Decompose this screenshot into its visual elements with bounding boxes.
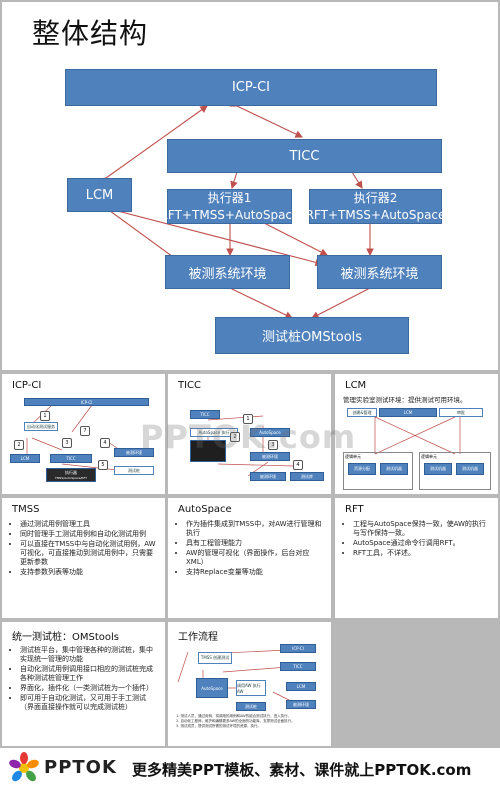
icp-ci-box: ICP-CI — [65, 69, 437, 106]
main-slide: 整体结构 — [2, 2, 498, 370]
mini-exec-sub: TMSS/AutoSpace/RFT — [55, 476, 87, 480]
mini-flow-icp: ICP-CI — [280, 644, 316, 653]
thumb-flow-title: 工作流程 — [178, 632, 218, 643]
mini-exec-name: 执行器 — [65, 470, 77, 475]
mini-flow-sut: 被测环境 — [286, 700, 316, 709]
executor-2-name: 执行器2 — [353, 190, 398, 205]
thumb-flow: 工作流程 TMSS 创建测试 ICP-CI TICC AutoSpace 调用A… — [168, 622, 331, 746]
arrow-icp-ticc — [229, 99, 303, 138]
executor-2-tools: RFT+TMSS+AutoSpace — [305, 207, 446, 222]
sut-1-box: 被测系统环境 — [165, 255, 290, 289]
mini-autospace: AutoSpace — [250, 428, 290, 437]
footer-logo-text: PPTOK — [44, 757, 117, 778]
mini-ticc2: TICC — [190, 410, 220, 419]
executor-1-name: 执行器1 — [207, 190, 252, 205]
omstools-bullets: 测试桩平台，集中管理各种的测试桩，集中实现统一管理的功能 自动化测试用例调用接口… — [10, 646, 159, 713]
autospace-bullets: 作为插件集成到TMSS中，对AW进行管理和执行 具有工程管理能力 AW的管理可视… — [176, 520, 325, 578]
flow-notes: 1. 测试人员，通过用例，将调用的用例和AW的组合测试执行，进入执行。 2. 自… — [176, 714, 295, 728]
mini-sut-b: 被测环境 — [250, 472, 286, 481]
thumb-omstools-title: 统一测试桩：OMStools — [12, 632, 119, 643]
tmss-bullets: 通过测试用例管理工具 同时管理手工测试用例和自动化测试用例 可以直接在TMSS中… — [10, 520, 159, 578]
mini-flow-auto: AutoSpace — [196, 678, 228, 698]
thumb-autospace: AutoSpace 作为插件集成到TMSS中，对AW进行管理和执行 具有工程管理… — [168, 498, 331, 618]
mini-sut: 被测环境 — [114, 448, 154, 457]
thumb-tmss-title: TMSS — [12, 504, 40, 515]
thumb-lcm-desc: 管理实验室测试环境：提供测试可用环境。 — [343, 396, 467, 404]
mini-auto: 自动化测试服务 — [24, 422, 58, 431]
thumb-rft: RFT 工程与AutoSpace保持一致，使AW的执行与写作保持一致。 Auto… — [335, 498, 498, 618]
mini-flow-aw: 调用AW 执行AW — [236, 680, 266, 696]
mini-flow-tmss: TMSS 创建测试 — [198, 652, 232, 664]
mini-ticc: TICC — [50, 454, 92, 463]
executor-1-tools: RFT+TMSS+AutoSpace — [159, 207, 300, 222]
mini-icpci: ICP-CI — [24, 398, 149, 406]
thumb-ticc: TICC TICC AutoSpace 执行 AutoSpace 被测环境 被测… — [168, 374, 331, 494]
ticc-box: TICC — [167, 139, 442, 173]
mini-approve: 审批 — [439, 408, 483, 417]
thumb-lcm: LCM 管理实验室测试环境：提供测试可用环境。 创建&管理 LCM 审批 逻辑单… — [335, 374, 498, 494]
arrow-lcm-icp — [98, 105, 208, 185]
rft-bullets: 工程与AutoSpace保持一致，使AW的执行与写作保持一致。 AutoSpac… — [343, 520, 492, 559]
slide-title: 整体结构 — [32, 17, 149, 50]
mini-unit-a: 逻辑单元 资源分配 测试机器 — [343, 452, 413, 490]
mini-flow-lcm: LCM — [286, 682, 316, 691]
lcm-box: LCM — [67, 178, 132, 212]
mini-lib: 测试库 — [290, 472, 324, 481]
thumb-ticc-title: TICC — [178, 380, 202, 391]
footer-slogan: 更多精美PPT模板、素材、课件就上PPTOK.com — [132, 761, 472, 779]
mini-create: 创建&管理 — [347, 408, 377, 417]
mini-stub: 测试桩 — [114, 466, 154, 475]
mini-flow-stub: 测试桩 — [236, 702, 266, 711]
thumb-omstools: 统一测试桩：OMStools 测试桩平台，集中管理各种的测试桩，集中实现统一管理… — [2, 622, 165, 746]
thumb-lcm-title: LCM — [345, 380, 367, 391]
thumb-autospace-title: AutoSpace — [178, 504, 232, 515]
footer-bar: PPTOK 更多精美PPT模板、素材、课件就上PPTOK.com — [0, 748, 500, 787]
mini-flow-ticc: TICC — [280, 662, 316, 671]
mini-unit-b: 逻辑单元 测试机器 测试机器 — [419, 452, 491, 490]
connector-arrows — [98, 99, 378, 319]
pptok-logo-icon — [9, 752, 39, 782]
mini-lcm2: LCM — [379, 408, 437, 417]
mini-exec: 执行器 TMSS/AutoSpace/RFT — [46, 468, 96, 482]
mini-lcm: LCM — [10, 454, 40, 463]
thumb-icpci-lines — [26, 404, 118, 471]
thumb-rft-title: RFT — [345, 504, 364, 515]
omstools-box: 测试桩OMStools — [215, 317, 409, 354]
sut-2-box: 被测系统环境 — [317, 255, 442, 289]
mini-sut-a: 被测环境 — [250, 452, 290, 461]
thumb-icpci-title: ICP-CI — [12, 380, 42, 391]
thumb-icpci: ICP-CI ICP-CI 自动化测试服务 LCM TICC 被测环境 测试桩 … — [2, 374, 165, 494]
thumb-lcm-lines — [374, 416, 461, 455]
watermark: PPTOK.com — [140, 418, 357, 456]
thumb-tmss: TMSS 通过测试用例管理工具 同时管理手工测试用例和自动化测试用例 可以直接在… — [2, 498, 165, 618]
mini-black — [190, 440, 226, 462]
